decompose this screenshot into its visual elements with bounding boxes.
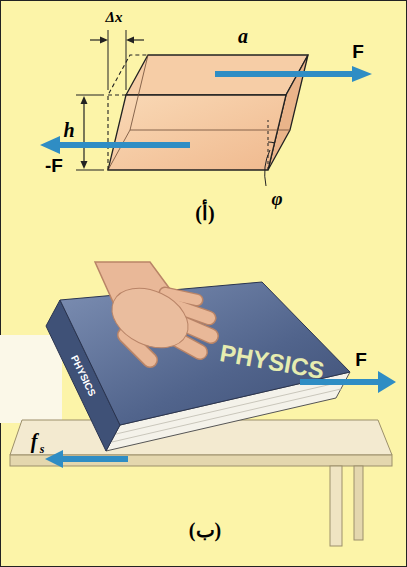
arrowhead <box>81 161 88 169</box>
force-label: F <box>355 350 367 369</box>
arrowhead <box>126 37 134 44</box>
hidden-edge <box>130 55 148 130</box>
angle-label: φ <box>271 189 282 208</box>
friction-subscript: s <box>40 443 45 455</box>
original-outline <box>108 94 126 95</box>
height-label: h <box>63 120 74 140</box>
dimension-line <box>83 103 84 162</box>
leader-line <box>265 150 270 186</box>
force-label: F <box>352 42 364 61</box>
friction-arrow <box>45 450 128 468</box>
original-outline <box>108 55 148 170</box>
force-arrow <box>40 136 190 154</box>
book-title: PHYSICS <box>218 341 326 383</box>
length-label: a <box>238 26 248 46</box>
extension-line <box>108 30 109 90</box>
hand-palm <box>102 277 197 360</box>
reference-line <box>268 120 269 170</box>
arrowhead <box>81 96 88 104</box>
extension-line <box>76 170 104 171</box>
arrowhead <box>100 37 108 44</box>
friction-label: f <box>31 431 38 451</box>
force-arrow <box>215 66 372 82</box>
table-leg <box>354 466 363 540</box>
force-label: -F <box>45 156 63 175</box>
dimension-label: Δx <box>106 10 123 25</box>
book-cover <box>60 282 350 425</box>
extension-line <box>76 95 104 96</box>
book-spine-title: PHYSICS <box>69 354 97 398</box>
angle-arc <box>268 141 275 143</box>
table-leg <box>330 466 342 546</box>
block-front-face <box>108 95 286 170</box>
hidden-edge <box>108 130 290 170</box>
extension-line <box>126 30 127 90</box>
wall <box>0 335 62 423</box>
panel-label: (ب) <box>189 520 221 540</box>
panel-label: (أ) <box>195 203 214 223</box>
